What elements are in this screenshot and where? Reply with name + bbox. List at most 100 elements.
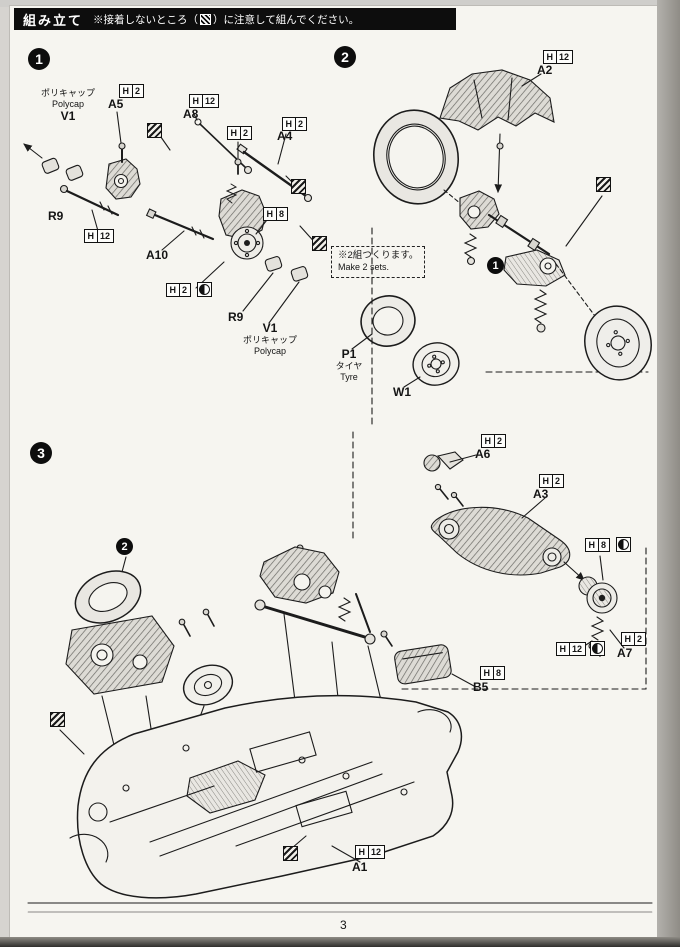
page-title: 組み立て — [23, 12, 84, 28]
hardware-callout-h2: H 2 — [481, 434, 506, 448]
hardware-number: 12 — [367, 846, 384, 858]
hardware-callout-h8: H 8 — [585, 538, 610, 552]
footer-rules — [27, 902, 653, 913]
part-label-b5: B5 — [473, 680, 489, 694]
scan-edge-top — [0, 0, 680, 7]
no-glue-icon — [291, 179, 306, 194]
note-english: Make 2 sets. — [338, 262, 390, 273]
hardware-letter: H — [542, 475, 550, 486]
polycap-en: Polycap — [51, 98, 85, 109]
hardware-number: 8 — [597, 539, 609, 551]
scan-edge-bottom — [0, 937, 680, 947]
part-label-a2: A2 — [537, 63, 553, 77]
part-label-a8: A8 — [183, 107, 199, 121]
tyre-jp: タイヤ — [335, 361, 363, 372]
hardware-number: 2 — [239, 127, 251, 139]
hardware-letter: H — [266, 208, 274, 219]
scan-edge-right — [657, 0, 680, 947]
hardware-number: 2 — [633, 633, 645, 645]
hardware-letter: H — [546, 51, 554, 62]
hardware-callout-h2: H 2 — [119, 84, 144, 98]
hardware-letter: H — [483, 667, 491, 678]
no-glue-icon — [283, 846, 298, 861]
tyre-p1-label: P1 タイヤ Tyre — [326, 347, 372, 382]
hardware-letter: H — [285, 118, 293, 129]
hardware-letter: H — [588, 539, 596, 550]
no-glue-icon — [200, 13, 212, 25]
note-japanese: ※2組つくります。 — [338, 250, 419, 261]
part-label-a4: A4 — [277, 129, 293, 143]
step2-exploded-view — [372, 69, 652, 381]
part-label-r9: R9 — [48, 209, 64, 223]
polycap-jp: ポリキャップ — [242, 335, 297, 346]
step3-hub-assembly — [65, 556, 234, 802]
hardware-letter: H — [484, 435, 492, 446]
part-label-w1: W1 — [393, 385, 411, 399]
hardware-callout-h2: H 2 — [539, 474, 564, 488]
chassis-floorpan — [59, 695, 463, 899]
part-label-a1: A1 — [352, 860, 368, 874]
hardware-letter: H — [122, 85, 130, 96]
no-glue-icon — [147, 123, 162, 138]
hardware-callout-h2: H 2 — [227, 126, 252, 140]
hardware-letter: H — [624, 633, 632, 644]
hardware-letter: H — [559, 643, 567, 654]
part-label-a5: A5 — [108, 97, 124, 111]
hardware-letter: H — [192, 95, 200, 106]
hardware-number: 2 — [131, 85, 143, 97]
step-2-number: 2 — [334, 46, 356, 68]
hardware-callout-h8: H 8 — [480, 666, 505, 680]
hardware-letter: H — [87, 230, 95, 241]
header-note: ※接着しないところ（ ）に注意して組んでください。 — [93, 12, 359, 27]
page-number: 3 — [340, 918, 347, 932]
hardware-letter: H — [230, 127, 238, 138]
hardware-number: 12 — [555, 51, 572, 63]
step-1-number: 1 — [28, 48, 50, 70]
header-note-after: ）に注意して組んでください。 — [213, 13, 360, 26]
step3-subframe-assembly — [254, 544, 475, 790]
step-3-number: 3 — [30, 442, 52, 464]
polycap-v1-label: V1 ポリキャップ Polycap — [238, 321, 302, 356]
step3-axle-subassembly — [423, 451, 625, 657]
polycap-en: Polycap — [253, 345, 287, 356]
polycap-insert-icon — [197, 282, 212, 297]
hardware-callout-h12: H 12 — [84, 229, 114, 243]
hardware-number: 2 — [178, 284, 190, 296]
hardware-number: 12 — [568, 643, 585, 655]
part-label-v1: V1 — [262, 321, 278, 335]
polycap-jp: ポリキャップ — [40, 88, 95, 98]
part-label-p1: P1 — [341, 347, 357, 361]
hardware-callout-h12: H 12 — [556, 642, 586, 656]
tyre-en: Tyre — [340, 371, 358, 382]
hardware-number: 2 — [551, 475, 563, 487]
part-label-a10: A10 — [146, 248, 169, 262]
no-glue-icon — [596, 177, 611, 192]
no-glue-icon — [312, 236, 327, 251]
part-label-r9: R9 — [228, 310, 244, 324]
no-glue-icon — [50, 712, 65, 727]
hardware-number: 12 — [201, 95, 218, 107]
hardware-callout-h8: H 8 — [263, 207, 288, 221]
hardware-number: 8 — [492, 667, 504, 679]
header-note-before: ※接着しないところ（ — [93, 13, 199, 26]
hardware-callout-h2: H 2 — [166, 283, 191, 297]
polycap-v1-label: ポリキャップ Polycap V1 — [30, 88, 106, 123]
make-two-sets-note: ※2組つくります。 Make 2 sets. — [331, 246, 426, 279]
part-label-a7: A7 — [617, 646, 633, 660]
polycap-insert-icon — [616, 537, 631, 552]
header-bar: 組み立て ※接着しないところ（ ）に注意して組んでください。 — [14, 8, 456, 30]
hardware-callout-h2: H 2 — [621, 632, 646, 646]
hardware-number: 8 — [275, 208, 287, 220]
hardware-number: 2 — [493, 435, 505, 447]
hardware-number: 2 — [294, 118, 306, 130]
part-label-v1: V1 — [60, 109, 76, 124]
hardware-callout-h12: H 12 — [189, 94, 219, 108]
hardware-callout-h12: H 12 — [543, 50, 573, 64]
polycap-insert-icon — [590, 641, 605, 656]
subassembly-ref-2: 2 — [116, 538, 133, 555]
hardware-callout-h12: H 12 — [355, 845, 385, 859]
subassembly-ref-1: 1 — [487, 257, 504, 274]
hardware-callout-h2: H 2 — [282, 117, 307, 131]
tyre-and-wheel-parts — [351, 295, 460, 388]
